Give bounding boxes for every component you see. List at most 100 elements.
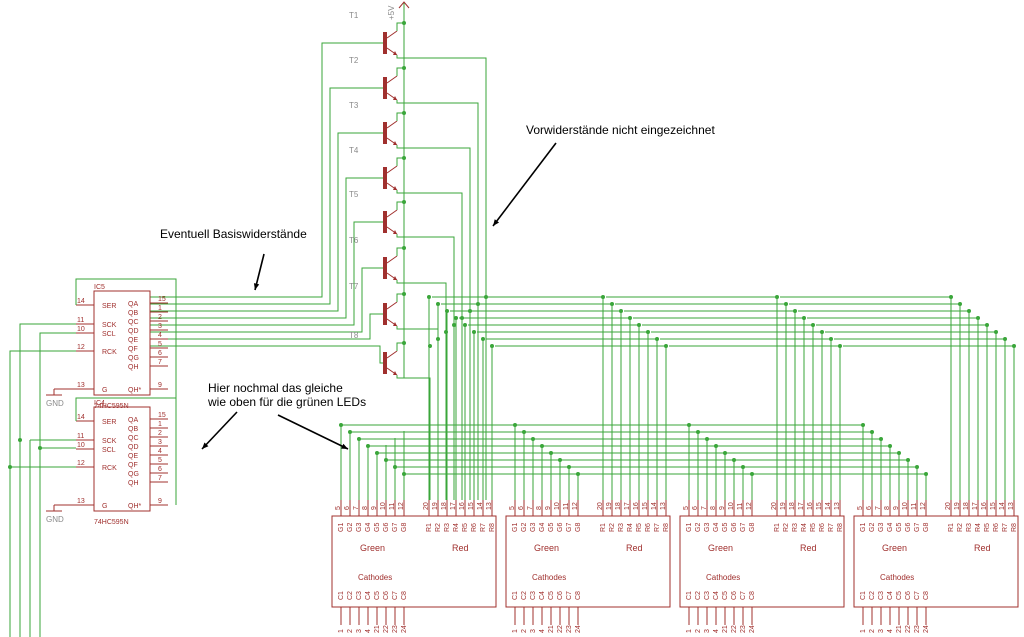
led-matrix-4-cathode-pin-name: C6 [905, 591, 912, 600]
led-matrix-1-green-pin-name: G3 [356, 523, 363, 532]
led-matrix-1-cathode-pin-number: 2 [347, 629, 354, 633]
led-matrix-2-red-pin-name: R4 [627, 523, 634, 532]
junction-dot [436, 302, 440, 306]
junction-dot [452, 323, 456, 327]
shift-register-ic4-pin-label: SCK [102, 438, 117, 445]
led-matrix-4-green-pin-number: 10 [902, 502, 909, 510]
transistor-collector-wire [396, 67, 404, 76]
led-matrix-4-green-pin-number: 8 [884, 506, 891, 510]
led-matrix-3-body [679, 515, 845, 608]
transistor-4-arrow [393, 186, 397, 190]
transistor-collector-wire [396, 201, 404, 210]
led-matrix-3-cathode-pin-number: 23 [740, 625, 747, 633]
led-matrix-4-cathode-pin-number: 24 [923, 625, 930, 633]
transistor-emitter-wire [396, 280, 447, 500]
junction-dot [402, 292, 406, 296]
junction-dot [741, 465, 745, 469]
junction-dot [696, 430, 700, 434]
shift-register-ic4-pin-number: 12 [77, 460, 85, 467]
led-matrix-3-cathode-pin-name: C3 [704, 591, 711, 600]
junction-dot [820, 330, 824, 334]
shift-register-ic5-pin-label: QH [128, 364, 139, 371]
led-matrix-2-green-pin-number: 8 [536, 506, 543, 510]
shift-register-ic4-pin-label: G [102, 503, 107, 510]
annotation-vorwiderstaende: Vorwiderstände nicht eingezeichnet [526, 123, 715, 137]
transistor-7-arrow [393, 322, 397, 326]
transistor-4-body [383, 167, 387, 189]
transistor-6-label: T6 [349, 236, 359, 245]
led-matrix-3-cathode-pin-name: C7 [740, 591, 747, 600]
led-matrix-1-red-pin-name: R1 [426, 523, 433, 532]
led-matrix-1-green-pin-number: 12 [398, 502, 405, 510]
led-matrix-3-cathodes-label: Cathodes [706, 573, 740, 582]
shift-register-ic5-pin-number: 2 [158, 314, 162, 321]
led-matrix-3-red-pin-number: 18 [789, 502, 796, 510]
led-matrix-2-cathode-pin-name: C2 [521, 591, 528, 600]
transistor-base-wire [150, 177, 383, 319]
shift-register-ic5-pin-label: RCK [102, 349, 117, 356]
led-matrix-2-cathode-pin-name: C7 [566, 591, 573, 600]
shift-register-ic4-pin-label: QA [128, 417, 138, 424]
junction-dot [915, 465, 919, 469]
junction-dot [472, 330, 476, 334]
led-matrix-1-red-label: Red [452, 543, 469, 553]
annotation-arrow-gruene-leds-left [201, 411, 238, 450]
led-matrix-4-red-pin-number: 19 [954, 502, 961, 510]
led-matrix-1-cathode-pin-name: C1 [338, 591, 345, 600]
led-matrix-2-green-label: Green [534, 543, 559, 553]
led-matrix-2-cathode-pin-number: 4 [539, 629, 546, 633]
led-matrix-4-red-pin-number: 15 [990, 502, 997, 510]
transistor-2-label: T2 [349, 56, 359, 65]
led-matrix-3-red-pin-name: R3 [792, 523, 799, 532]
transistor-3-label: T3 [349, 101, 359, 110]
led-matrix-1-green-pin-name: G4 [365, 523, 372, 532]
led-matrix-3-cathode-pin-name: C2 [695, 591, 702, 600]
junction-dot [664, 344, 668, 348]
led-matrix-1-green-pin-name: G6 [383, 523, 390, 532]
transistor-1-arrow [393, 51, 397, 55]
shift-register-ic4-pin-label: QD [128, 444, 139, 451]
led-matrix-3-cathode-pin-name: C5 [722, 591, 729, 600]
transistor-emitter-wire [396, 145, 471, 500]
shift-register-ic5-pin-number: 6 [158, 350, 162, 357]
led-matrix-3-cathode-pin-name: C8 [749, 591, 756, 600]
shift-register-ic4-name: IC4 [94, 400, 105, 407]
junction-dot [1003, 337, 1007, 341]
led-matrix-1-cathode-pin-number: 1 [338, 629, 345, 633]
led-matrix-3-green-pin-number: 6 [692, 506, 699, 510]
led-matrix-2-green-pin-name: G3 [530, 523, 537, 532]
led-matrix-3-green-pin-name: G3 [704, 523, 711, 532]
led-matrix-1-cathode-pin-name: C8 [401, 591, 408, 600]
junction-dot [879, 437, 883, 441]
led-matrix-1-red-pin-number: 14 [477, 502, 484, 510]
shift-register-ic5-pin-label: QE [128, 337, 138, 344]
led-matrix-3-cathode-pin-number: 22 [731, 625, 738, 633]
led-matrix-3-cathode-pin-name: C6 [731, 591, 738, 600]
shift-register-ic4-pin-number: 1 [158, 421, 162, 428]
junction-dot [802, 316, 806, 320]
led-matrix-1-red-pin-number: 17 [450, 502, 457, 510]
transistor-8-body [383, 352, 387, 374]
junction-dot [402, 200, 406, 204]
led-matrix-1-green-pin-number: 5 [335, 506, 342, 510]
led-matrix-1-red-pin-number: 18 [441, 502, 448, 510]
shift-register-ic5-pin-label: QH* [128, 387, 142, 394]
led-matrix-3-red-pin-name: R4 [801, 523, 808, 532]
shift-register-ic5-pin-number: 5 [158, 341, 162, 348]
led-matrix-2-red-pin-number: 14 [651, 502, 658, 510]
led-matrix-2-cathode-pin-name: C8 [575, 591, 582, 600]
transistor-4-leads [386, 165, 398, 191]
led-matrix-4-cathode-pin-name: C7 [914, 591, 921, 600]
junction-dot [906, 458, 910, 462]
led-matrix-3-green-pin-name: G5 [722, 523, 729, 532]
transistor-collector-wire [396, 22, 404, 31]
junction-dot [994, 330, 998, 334]
led-matrix-2-cathode-pin-name: C3 [530, 591, 537, 600]
transistor-7-body [383, 303, 387, 325]
led-matrix-4-cathode-pin-number: 2 [869, 629, 876, 633]
junction-dot [838, 344, 842, 348]
junction-dot [402, 341, 406, 345]
led-matrix-2-cathode-pin-name: C6 [557, 591, 564, 600]
led-matrix-1-red-pin-number: 13 [486, 502, 493, 510]
transistor-3-leads [386, 120, 398, 146]
